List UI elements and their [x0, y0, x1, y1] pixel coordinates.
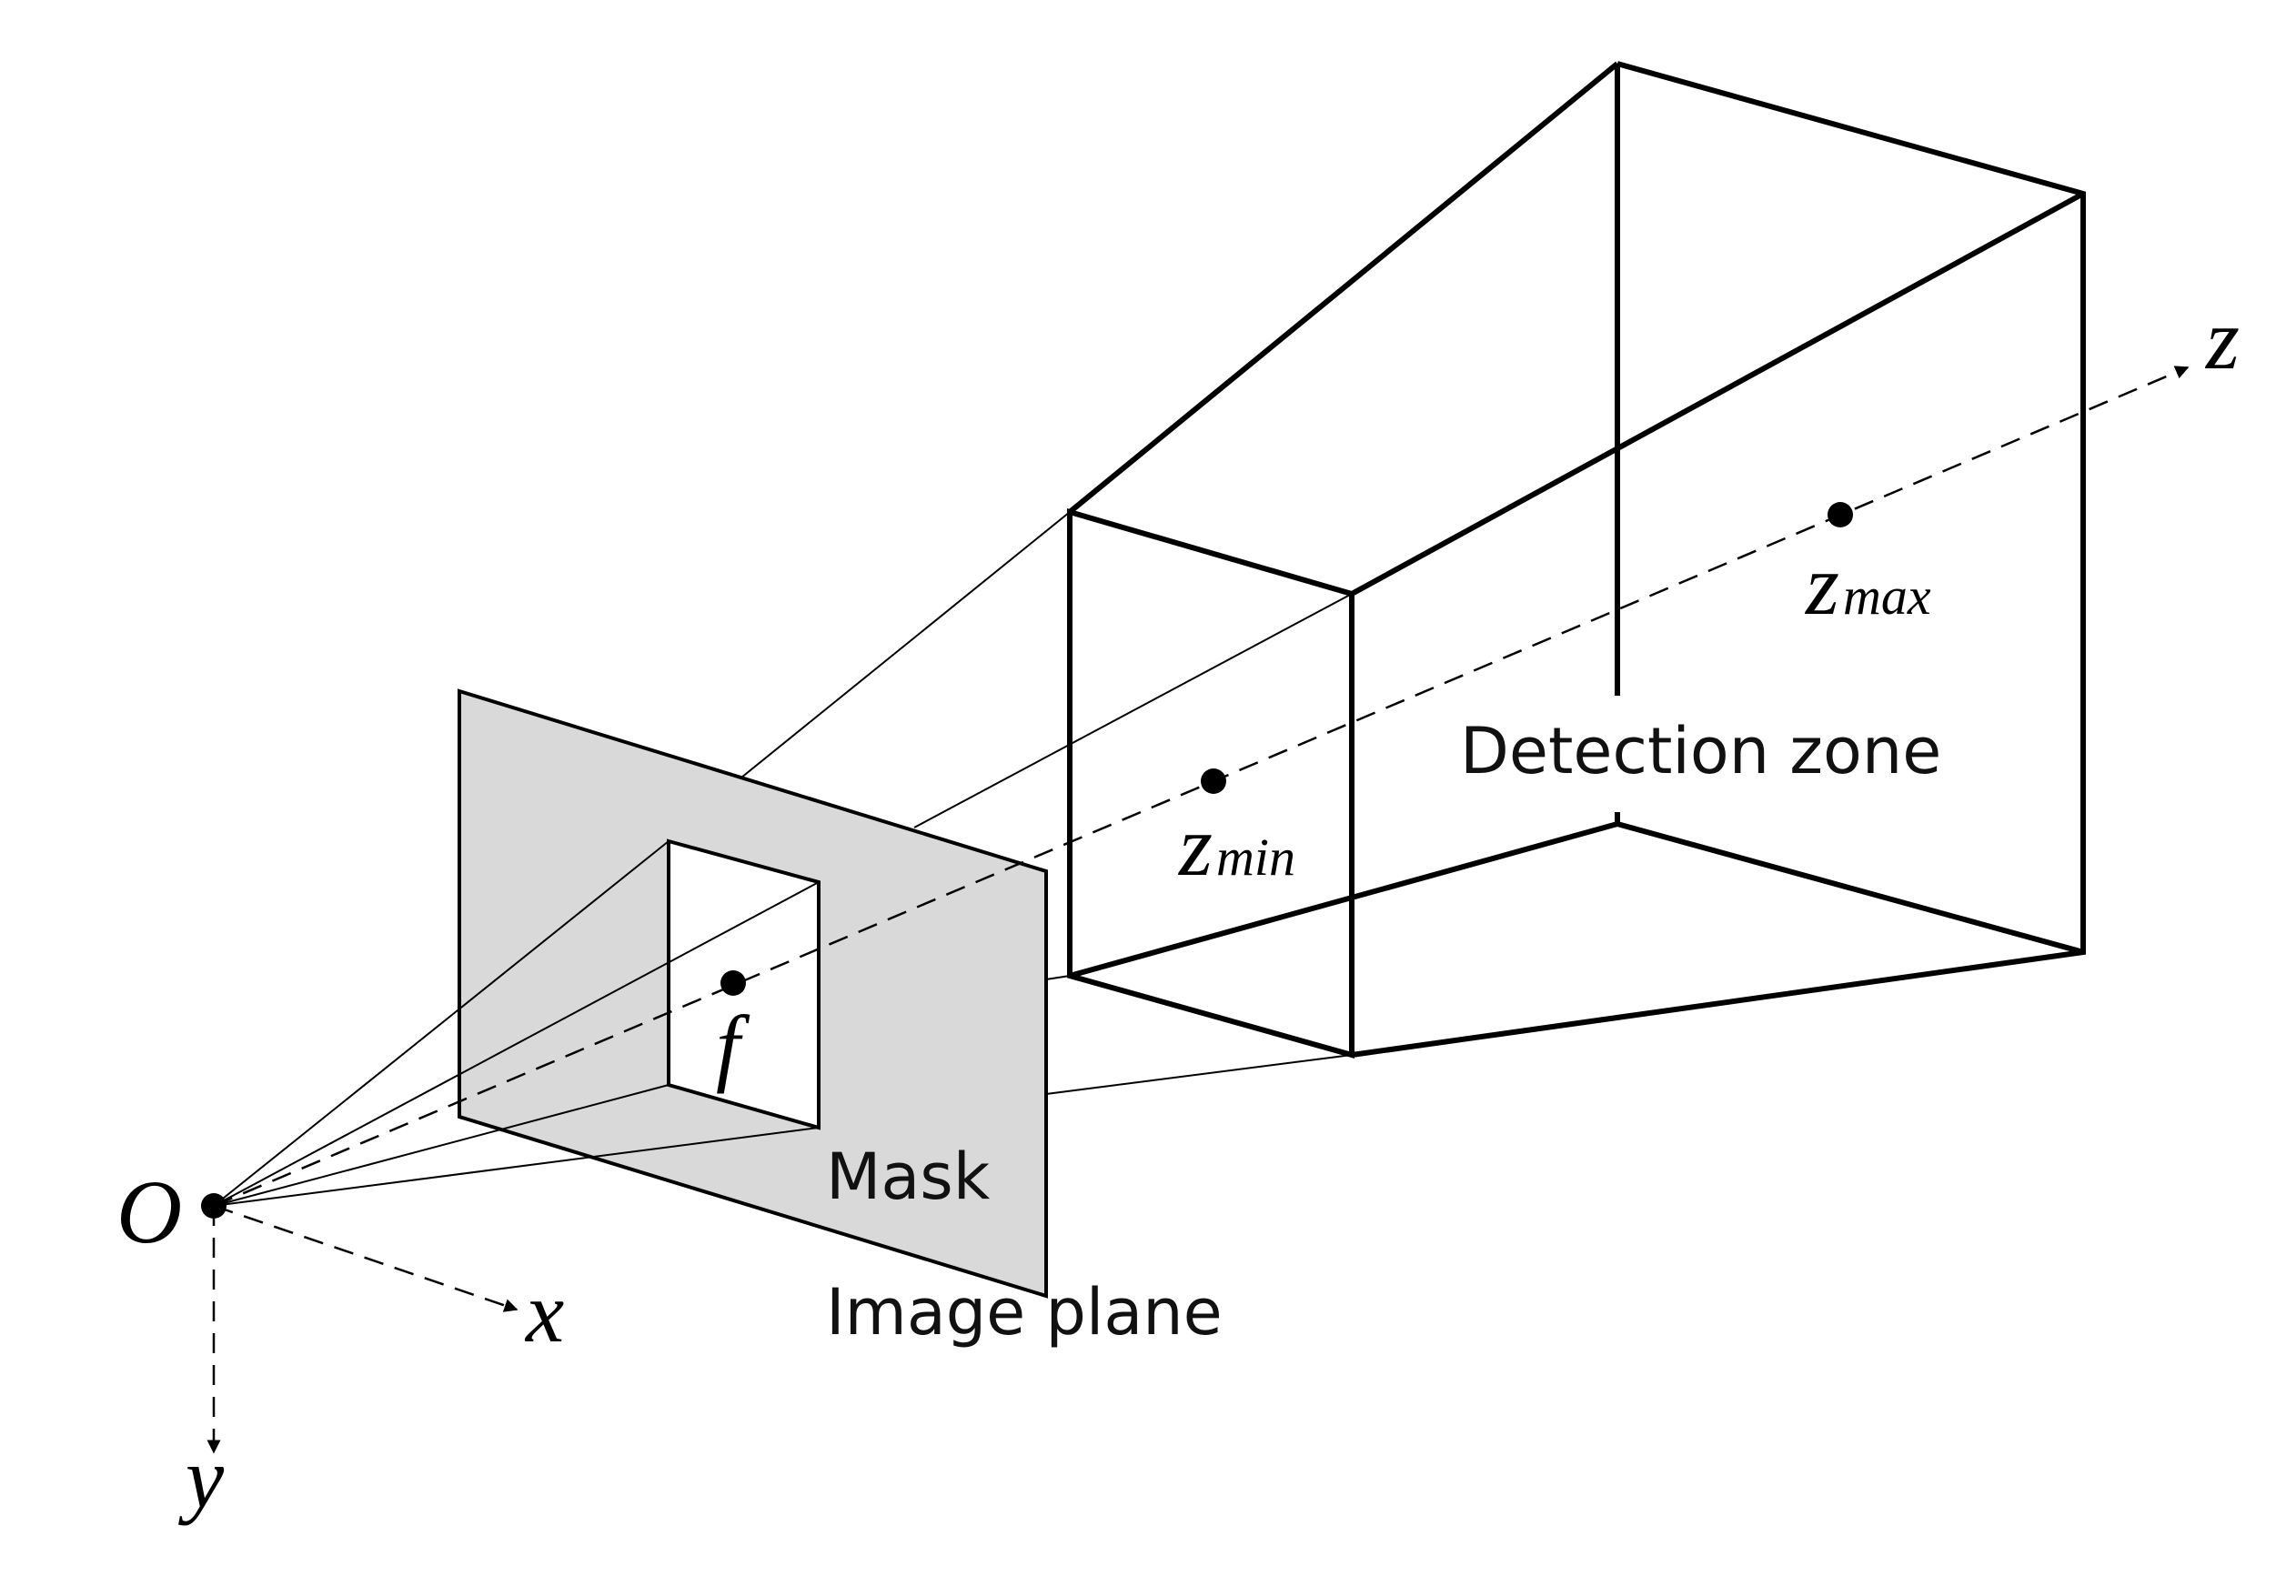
detection-zone-label: Detection zone — [1460, 714, 1941, 788]
z-max-sub: max — [1843, 567, 1931, 626]
z-min-label: zmin — [1177, 798, 1295, 894]
z-max-point — [1828, 502, 1853, 527]
focal-point — [720, 970, 746, 996]
z-max-base: z — [1804, 537, 1839, 633]
z-axis-label: z — [2204, 291, 2240, 387]
z-min-sub: min — [1216, 828, 1295, 887]
z-max-label: zmax — [1804, 537, 1931, 633]
x-axis-label: x — [524, 1264, 564, 1360]
mask-label: Mask — [826, 1139, 991, 1214]
x-axis-line — [213, 1204, 519, 1312]
z-min-point — [1201, 768, 1226, 794]
detection-zone-frustum — [1067, 61, 2086, 1059]
origin-label: O — [116, 1161, 182, 1262]
image-plane-label: Image plane — [826, 1275, 1223, 1350]
z-min-base: z — [1177, 798, 1213, 894]
projection-lines — [740, 511, 1353, 1095]
y-axis-label: y — [178, 1430, 225, 1526]
mask-rays — [213, 840, 820, 1207]
origin-point — [201, 1193, 227, 1219]
z-axis-line — [213, 366, 2190, 1208]
